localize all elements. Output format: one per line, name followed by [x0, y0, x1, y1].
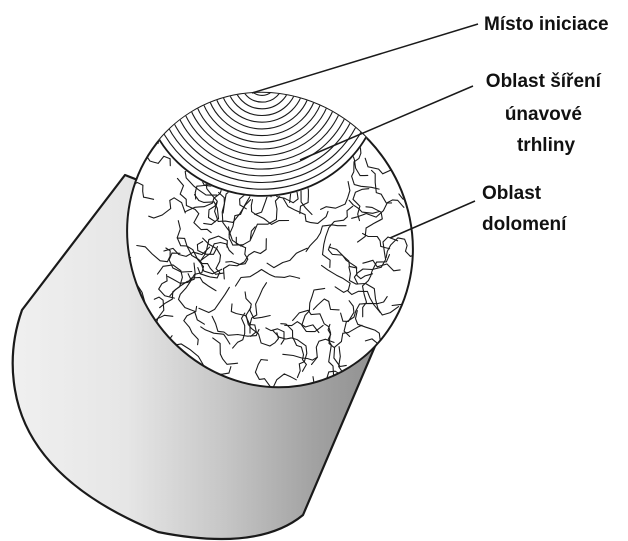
- label-line: trhliny: [517, 135, 575, 156]
- label-line: Oblast šíření: [486, 71, 602, 92]
- fracture-texture-stroke: [378, 134, 419, 161]
- fracture-texture-stroke: [389, 353, 418, 389]
- label-final-fracture-region: Oblast dolomení: [482, 183, 567, 235]
- fracture-texture-stroke: [373, 91, 400, 113]
- fracture-texture-stroke: [144, 88, 167, 113]
- fracture-texture-stroke: [115, 115, 147, 142]
- label-fatigue-crack-region: Oblast šíření únavové trhliny: [486, 71, 606, 156]
- label-line: dolomení: [482, 214, 567, 235]
- beach-mark-line: [248, 69, 276, 96]
- fracture-texture-stroke: [121, 115, 148, 134]
- label-line: Místo iniciace: [484, 14, 609, 35]
- fracture-texture-stroke: [176, 72, 194, 97]
- fracture-texture-stroke: [398, 368, 435, 406]
- fracture-texture-stroke: [405, 321, 450, 324]
- label-initiation-site: Místo iniciace: [484, 14, 609, 35]
- fracture-texture-stroke: [292, 61, 320, 96]
- fracture-texture-stroke: [165, 82, 193, 114]
- fracture-texture-stroke: [405, 162, 449, 186]
- label-line: únavové: [505, 104, 582, 125]
- label-line: Oblast: [482, 183, 542, 204]
- fracture-texture-stroke: [119, 122, 139, 145]
- leader-line-initiation: [252, 24, 478, 93]
- fracture-texture-stroke: [378, 386, 423, 410]
- fracture-texture-stroke: [143, 89, 169, 114]
- beach-mark-line: [255, 75, 269, 88]
